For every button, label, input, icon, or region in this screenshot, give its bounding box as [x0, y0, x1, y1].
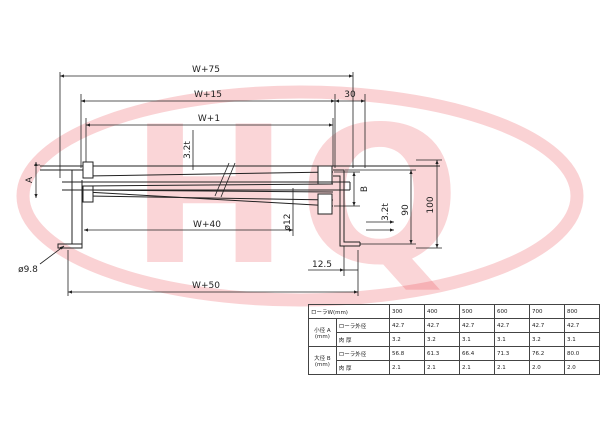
spec-large-thickness-row: 肉 厚 2.1 2.1 2.1 2.1 2.0 2.0: [309, 360, 600, 375]
spec-row-label: ローラ外径: [335, 318, 390, 333]
spec-cell: 61.3: [423, 346, 460, 361]
spec-large-od-row: 大径 B (mm) ローラ外径 56.8 61.3 66.4 71.3 76.2…: [308, 346, 600, 375]
spec-cell: 42.7: [563, 318, 600, 333]
spec-cell: 76.2: [528, 346, 565, 361]
spec-width-500: 500: [458, 304, 495, 319]
spec-row-label: 肉 厚: [335, 360, 390, 375]
dim-w15: [80, 94, 366, 168]
dim-100: [416, 159, 442, 249]
dim-a: [34, 162, 40, 198]
spec-cell: 2.0: [563, 360, 600, 375]
watermark-ring: [16, 85, 584, 307]
spec-cell: 3.1: [493, 332, 530, 347]
label-w75: W+75: [192, 65, 220, 75]
dim-b: [334, 171, 360, 207]
dim-w40: [84, 188, 294, 236]
dim-w75: [59, 72, 354, 178]
label-b: B: [360, 186, 370, 192]
spec-cell: 3.2: [388, 332, 425, 347]
spec-cell: 71.3: [493, 346, 530, 361]
spec-cell: 2.1: [388, 360, 425, 375]
spec-cell: 80.0: [563, 346, 600, 361]
label-90: 90: [401, 204, 411, 216]
spec-small-group: 小径 A (mm): [308, 318, 337, 347]
spec-large-group: 大径 B (mm): [308, 346, 337, 375]
spec-cell: 42.7: [388, 318, 425, 333]
left-bearing: [82, 161, 94, 203]
shaft: [62, 181, 351, 191]
spec-width-600: 600: [493, 304, 530, 319]
spec-cell: 3.2: [528, 332, 565, 347]
roller-tube: [85, 171, 334, 207]
label-w1: W+1: [198, 114, 220, 124]
left-frame: [40, 165, 440, 249]
label-t-lower: 3.2t: [381, 203, 391, 221]
dim-w1: [85, 118, 334, 166]
spec-width-400: 400: [423, 304, 460, 319]
spec-cell: 2.1: [493, 360, 530, 375]
spec-cell: 3.1: [563, 332, 600, 347]
spec-cell: 2.1: [458, 360, 495, 375]
spec-row-label: 肉 厚: [335, 332, 390, 347]
spec-cell: 2.0: [528, 360, 565, 375]
label-w50: W+50: [192, 281, 220, 291]
label-w40: W+40: [193, 220, 221, 230]
spec-cell: 66.4: [458, 346, 495, 361]
spec-cell: 2.1: [423, 360, 460, 375]
spec-cell: 42.7: [493, 318, 530, 333]
dim-12-5: [308, 246, 358, 276]
spec-width-700: 700: [528, 304, 565, 319]
label-12-5: 12.5: [312, 260, 332, 270]
label-w15: W+15: [194, 90, 222, 100]
roller-spec-table: ローラW(mm) 300 400 500 600 700 800 小径 A (m…: [308, 304, 600, 375]
spec-cell: 3.1: [458, 332, 495, 347]
dim-w50: [67, 250, 359, 296]
label-t-upper: 3.2t: [183, 141, 193, 159]
right-bearing: [317, 165, 333, 215]
spec-cell: 42.7: [528, 318, 565, 333]
label-a: A: [25, 176, 35, 183]
label-phi9-8: ø9.8: [18, 265, 38, 275]
label-30: 30: [344, 90, 356, 100]
spec-small-od-row: 小径 A (mm) ローラ外径 42.7 42.7 42.7 42.7 42.7…: [308, 318, 600, 347]
spec-header-row: ローラW(mm) 300 400 500 600 700 800: [308, 304, 600, 319]
watermark-letters: HQ: [130, 86, 471, 307]
label-phi12: ø12: [283, 214, 293, 231]
label-100: 100: [426, 196, 436, 213]
dim-90: [345, 169, 416, 245]
spec-cell: 56.8: [388, 346, 425, 361]
dim-t-lower: [366, 220, 394, 232]
hq-watermark: HQ: [16, 85, 584, 307]
spec-header-label: ローラW(mm): [308, 304, 390, 319]
dim-phi9-8-leader: [39, 245, 65, 265]
spec-width-800: 800: [563, 304, 600, 319]
spec-cell: 42.7: [458, 318, 495, 333]
spec-width-300: 300: [388, 304, 425, 319]
spec-cell: 42.7: [423, 318, 460, 333]
spec-row-label: ローラ外径: [335, 346, 390, 361]
spec-small-thickness-row: 肉 厚 3.2 3.2 3.1 3.1 3.2 3.1: [309, 332, 600, 347]
spec-cell: 3.2: [423, 332, 460, 347]
